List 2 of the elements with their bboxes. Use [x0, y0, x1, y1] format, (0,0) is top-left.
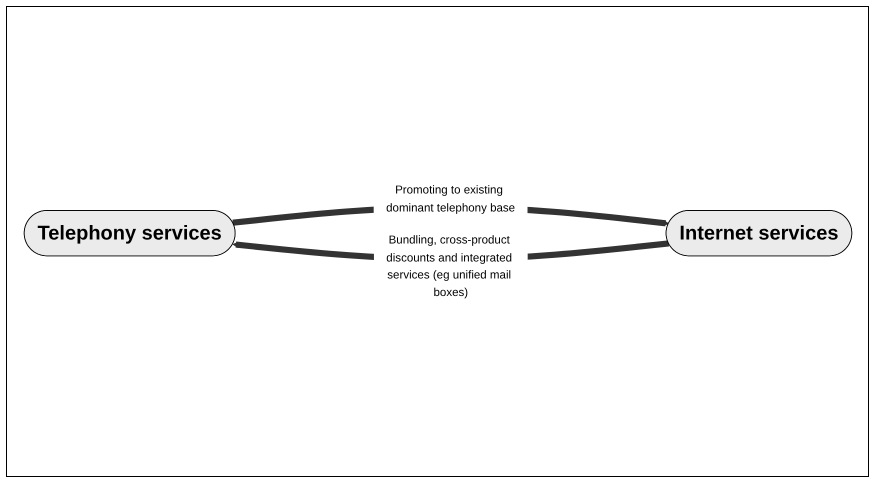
edge-label: Promoting to existing dominant telephony base [386, 183, 515, 214]
edge-label: Bundling, cross-product discounts and integrated services (eg unified mail boxes) [386, 233, 512, 298]
